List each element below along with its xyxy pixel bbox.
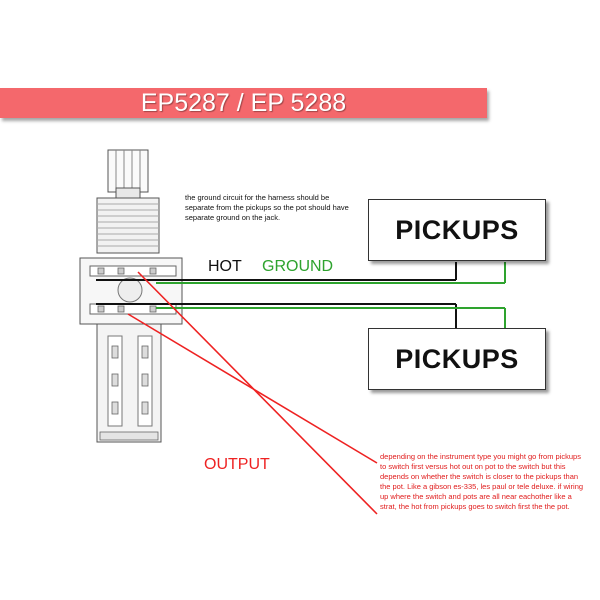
ground-note: the ground circuit for the harness shoul… <box>185 193 349 222</box>
pot-body <box>79 257 183 325</box>
pot-housing <box>96 323 162 443</box>
title-banner <box>0 88 487 118</box>
pickup-box-top: PICKUPS <box>368 199 546 261</box>
output-label: OUTPUT <box>204 456 270 473</box>
output-wire-1 <box>137 271 378 515</box>
pot-bushing <box>96 197 160 254</box>
pot-shaft <box>107 149 149 199</box>
page-title: EP5287 / EP 5288 <box>140 89 347 117</box>
output-note: depending on the instrument type you mig… <box>380 452 584 511</box>
pickup-box-bottom: PICKUPS <box>368 328 546 390</box>
pickup-label-bottom: PICKUPS <box>395 343 519 374</box>
hot-label: HOT <box>208 258 242 275</box>
ground-label: GROUND <box>262 258 334 275</box>
pickup-label-top: PICKUPS <box>395 214 519 245</box>
output-wire-2 <box>127 313 378 464</box>
